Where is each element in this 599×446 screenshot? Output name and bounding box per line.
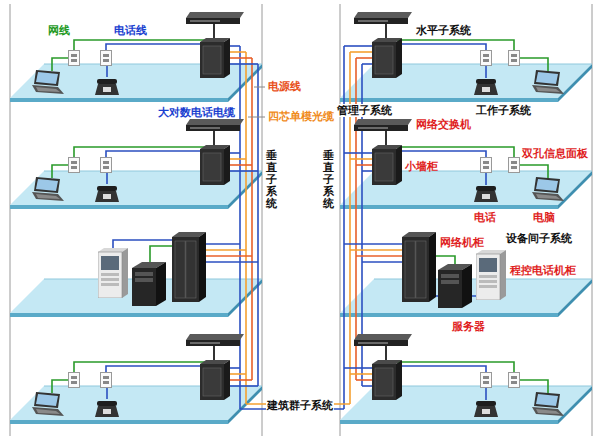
work-area <box>32 334 258 417</box>
callout-label: 程控电话机柜 <box>510 264 576 277</box>
equipment-room-right <box>356 255 404 257</box>
work-area <box>32 119 258 202</box>
riser-cables <box>240 46 362 409</box>
callout-label: 电脑 <box>533 211 555 224</box>
callout-label: 工作子系统 <box>476 104 531 117</box>
equipment-room-left <box>204 261 258 263</box>
equipment-room-left <box>204 249 246 251</box>
leader-lines <box>254 87 265 88</box>
callout-label: 网络交换机 <box>416 118 471 131</box>
callout-label: 电源线 <box>268 80 301 93</box>
callout-label: 设备间子系统 <box>506 232 572 245</box>
riser-cables <box>239 46 241 409</box>
subsystem-label: 垂直子系统 <box>266 150 277 210</box>
equipment-room-right <box>362 261 404 263</box>
callout-label: 服务器 <box>452 320 485 333</box>
leader-lines <box>248 87 265 117</box>
callout-label: 大对数电话电缆 <box>158 106 235 119</box>
callout-label: 四芯单模光缆 <box>268 110 334 123</box>
equipment-room-right <box>402 232 436 302</box>
callout-label: 电话线 <box>114 24 147 37</box>
equipment-room-left <box>172 232 206 302</box>
equipment-room-right <box>344 243 404 245</box>
riser-cables <box>245 52 247 404</box>
equipment-room-right <box>438 264 472 308</box>
subsystem-label: 垂直子系统 <box>323 150 334 210</box>
callout-label: 建筑群子系统 <box>266 399 334 412</box>
riser-cables <box>251 58 253 380</box>
callout-label: 网络机柜 <box>440 236 484 249</box>
equipment-room-right <box>476 250 506 300</box>
equipment-room-left <box>204 243 240 245</box>
building-walls <box>340 4 341 436</box>
callout-label: 水平子系统 <box>416 24 471 37</box>
work-area <box>344 119 564 202</box>
callout-label: 网线 <box>48 24 70 37</box>
equipment-room-left <box>204 255 252 257</box>
equipment-room-left <box>98 232 258 306</box>
building-walls <box>10 4 11 436</box>
equipment-room-right <box>350 249 404 251</box>
equipment-room-left <box>132 262 166 306</box>
riser-cables <box>343 46 345 409</box>
work-area <box>344 334 564 417</box>
callout-label: 管理子系统 <box>336 104 393 117</box>
building-walls <box>592 4 593 436</box>
callout-label: 电话 <box>474 211 496 224</box>
work-area <box>344 12 564 95</box>
equipment-room-left <box>98 248 128 298</box>
leader-lines <box>248 117 265 118</box>
equipment-room-right <box>344 232 506 308</box>
work-area <box>32 12 258 95</box>
riser-cables <box>257 64 259 386</box>
callout-label: 小墙柜 <box>405 160 438 173</box>
building-walls <box>262 4 263 436</box>
building-walls <box>10 4 592 436</box>
callout-label: 双孔信息面板 <box>522 147 588 160</box>
